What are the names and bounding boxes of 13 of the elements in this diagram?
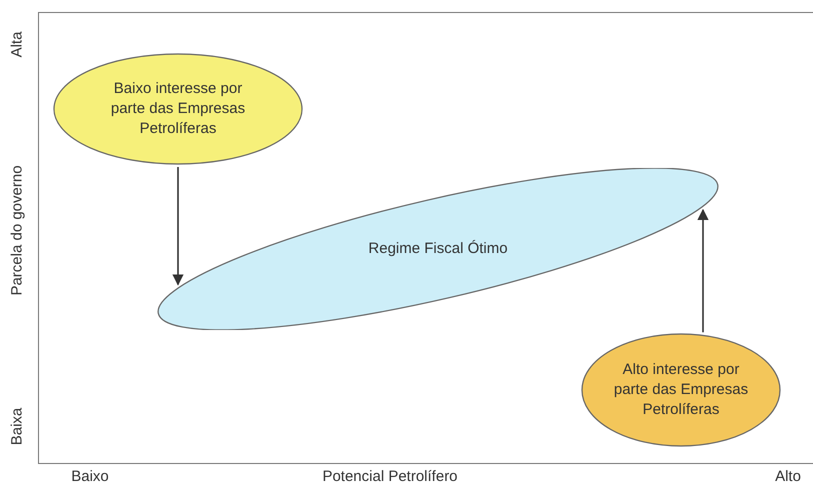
node-label: Alto interesse por parte das Empresas Petrolíferas [612, 360, 750, 420]
axis-label: Parcela do governo [10, 164, 24, 296]
axis-label: Alto [775, 468, 801, 484]
arrow [697, 208, 709, 332]
axis-label: Baixa [10, 407, 24, 445]
axis-label: Baixo [71, 468, 109, 484]
ellipse-node [53, 53, 303, 165]
node-label: Baixo interesse por parte das Empresas Petrolíferas [110, 79, 246, 139]
arrow [172, 167, 184, 286]
node-label: Regime Fiscal Ótimo [367, 239, 509, 259]
axis-label: Potencial Petrolífero [322, 468, 458, 484]
axis-label: Alta [10, 31, 24, 57]
ellipse-node [580, 333, 782, 447]
